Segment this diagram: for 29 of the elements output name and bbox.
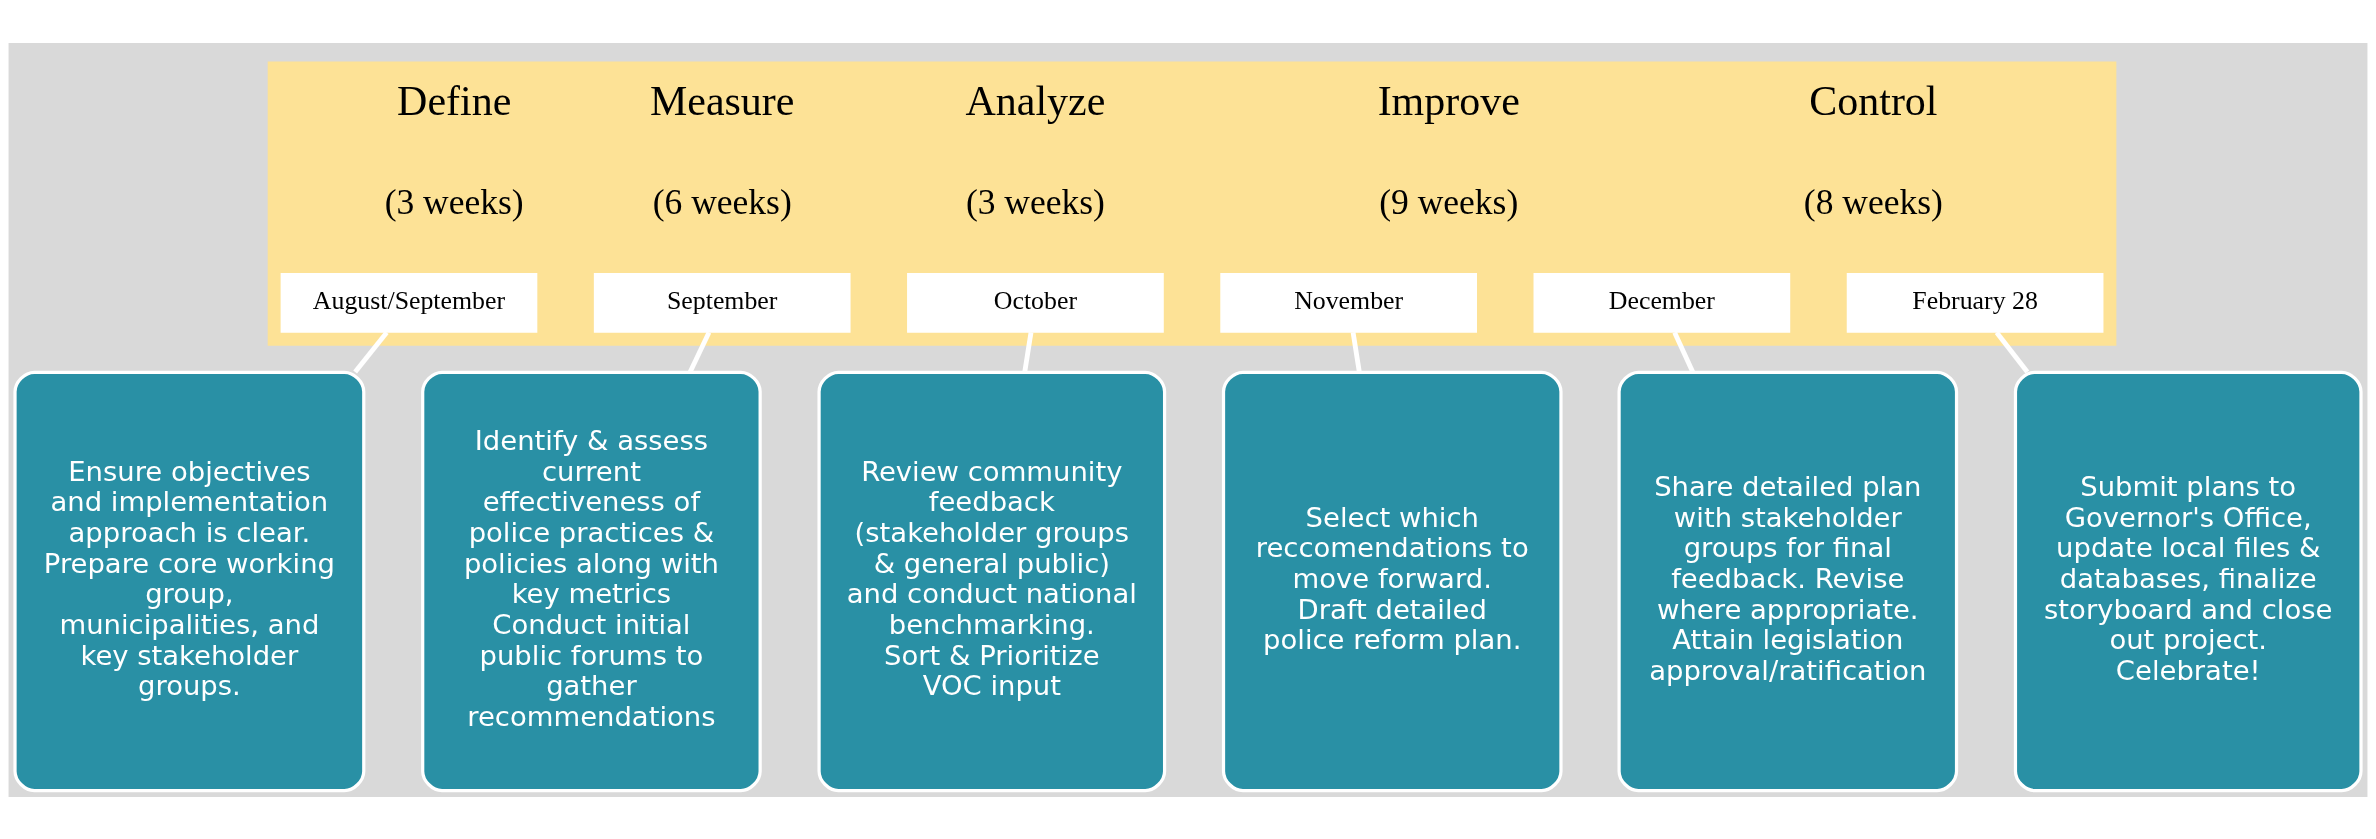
node-box: December xyxy=(1533,272,1791,333)
label: (8 weeks) xyxy=(1803,181,1943,221)
node-box: Review community feedback (stakeholder groups & general public) and conduct national benchmarking. Sort & Prioritize VOC input xyxy=(817,370,1167,792)
label: (6 weeks) xyxy=(652,181,792,221)
label: (3 weeks) xyxy=(965,181,1105,221)
connector xyxy=(353,330,389,374)
label: Improve xyxy=(1377,77,1520,124)
label: Control xyxy=(1809,77,1938,124)
node-box: Select which reccomendations to move forward. Draft detailed police reform plan. xyxy=(1221,370,1563,792)
node-box: Ensure objectives and implementation approach is clear. Prepare core working group, municipalities, and key stakeholder groups. xyxy=(13,370,366,792)
label: Define xyxy=(397,77,512,124)
node-box: Share detailed plan with stakeholder groups for final feedback. Revise where appropriate. Attain legislation approval/ratification xyxy=(1617,370,1959,792)
node-box: November xyxy=(1220,272,1477,333)
connector xyxy=(687,330,712,373)
label: Analyze xyxy=(965,77,1106,124)
node-box: September xyxy=(593,272,851,333)
node-box: Submit plans to Governor's Office, update local files & databases, finalize storyboard and close out project. Celebrate! xyxy=(2013,370,2363,792)
node-box: Identify & assess current effectiveness of police practices & policies along with key metrics Conduct initial public forums to gather recommendations xyxy=(421,370,762,792)
connector xyxy=(1350,331,1362,372)
cluster xyxy=(267,61,2117,346)
label: (3 weeks) xyxy=(384,181,524,221)
node-box: August/September xyxy=(280,272,538,333)
connector xyxy=(1022,331,1034,372)
label: (9 weeks) xyxy=(1379,181,1519,221)
node-box: February 28 xyxy=(1846,272,2104,333)
node-box: October xyxy=(907,272,1164,333)
connector xyxy=(1672,330,1695,373)
connector xyxy=(1994,330,2030,374)
label: Measure xyxy=(649,77,795,124)
